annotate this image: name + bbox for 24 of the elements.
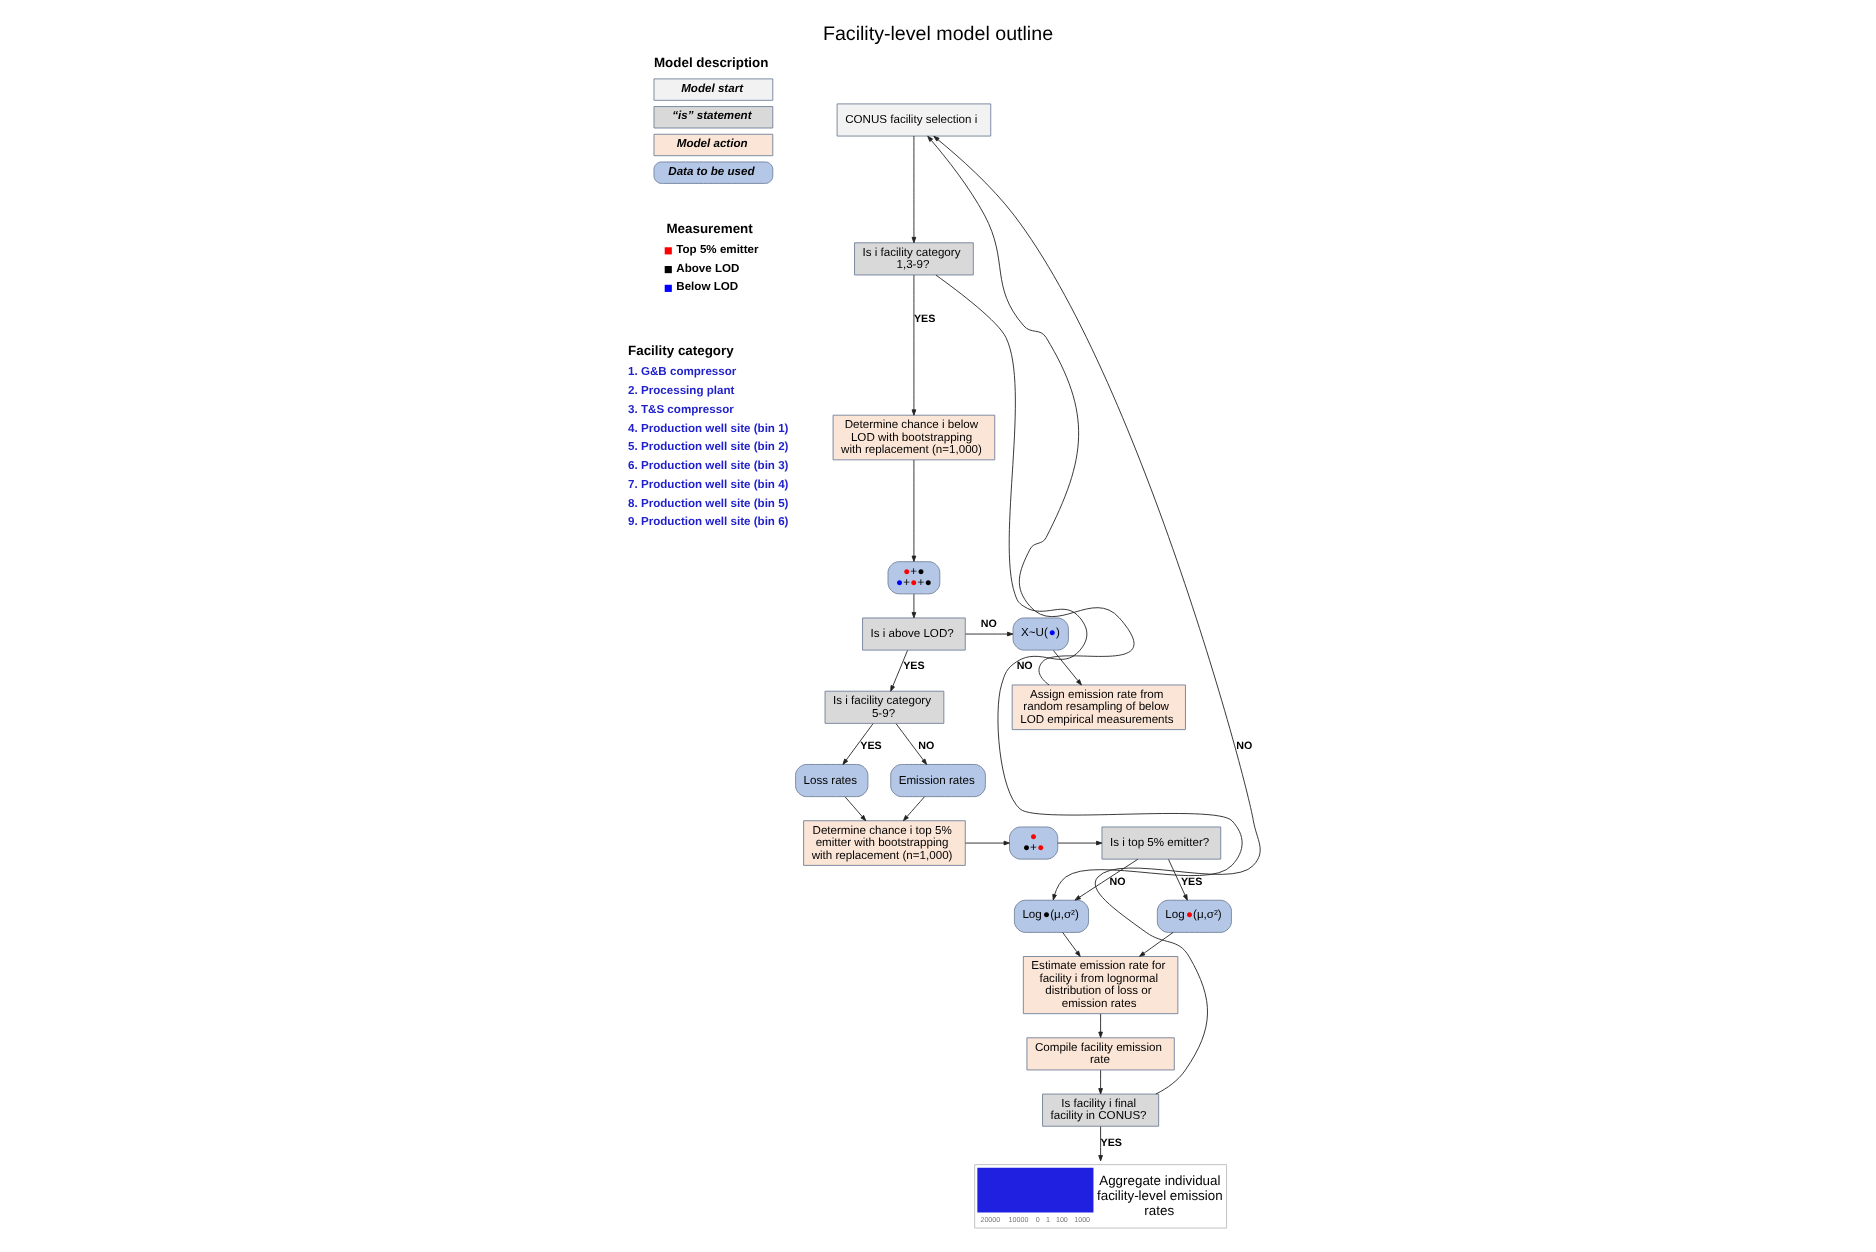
arrow xyxy=(890,650,908,692)
arrow xyxy=(1139,931,1174,957)
arrow xyxy=(844,796,867,822)
arrow xyxy=(911,135,917,244)
arrow xyxy=(935,274,1243,901)
arrow xyxy=(1098,1126,1103,1162)
arrow xyxy=(965,840,1010,846)
arrow xyxy=(911,459,917,562)
arrow xyxy=(927,135,1135,686)
arrow xyxy=(1098,1013,1103,1038)
arrow xyxy=(1062,931,1081,957)
arrow xyxy=(1168,859,1188,901)
arrow xyxy=(965,631,1014,637)
arrow xyxy=(842,723,874,765)
arrow xyxy=(1057,840,1103,846)
arrow xyxy=(911,274,917,416)
arrow xyxy=(933,135,1261,1095)
arrow xyxy=(1098,1069,1103,1095)
diagram-title: Facility-level model outline xyxy=(822,23,1054,46)
arrow xyxy=(911,593,917,619)
arrow xyxy=(902,796,925,822)
arrow xyxy=(895,723,928,765)
arrow xyxy=(1052,650,1082,686)
arrow xyxy=(1074,858,1139,901)
